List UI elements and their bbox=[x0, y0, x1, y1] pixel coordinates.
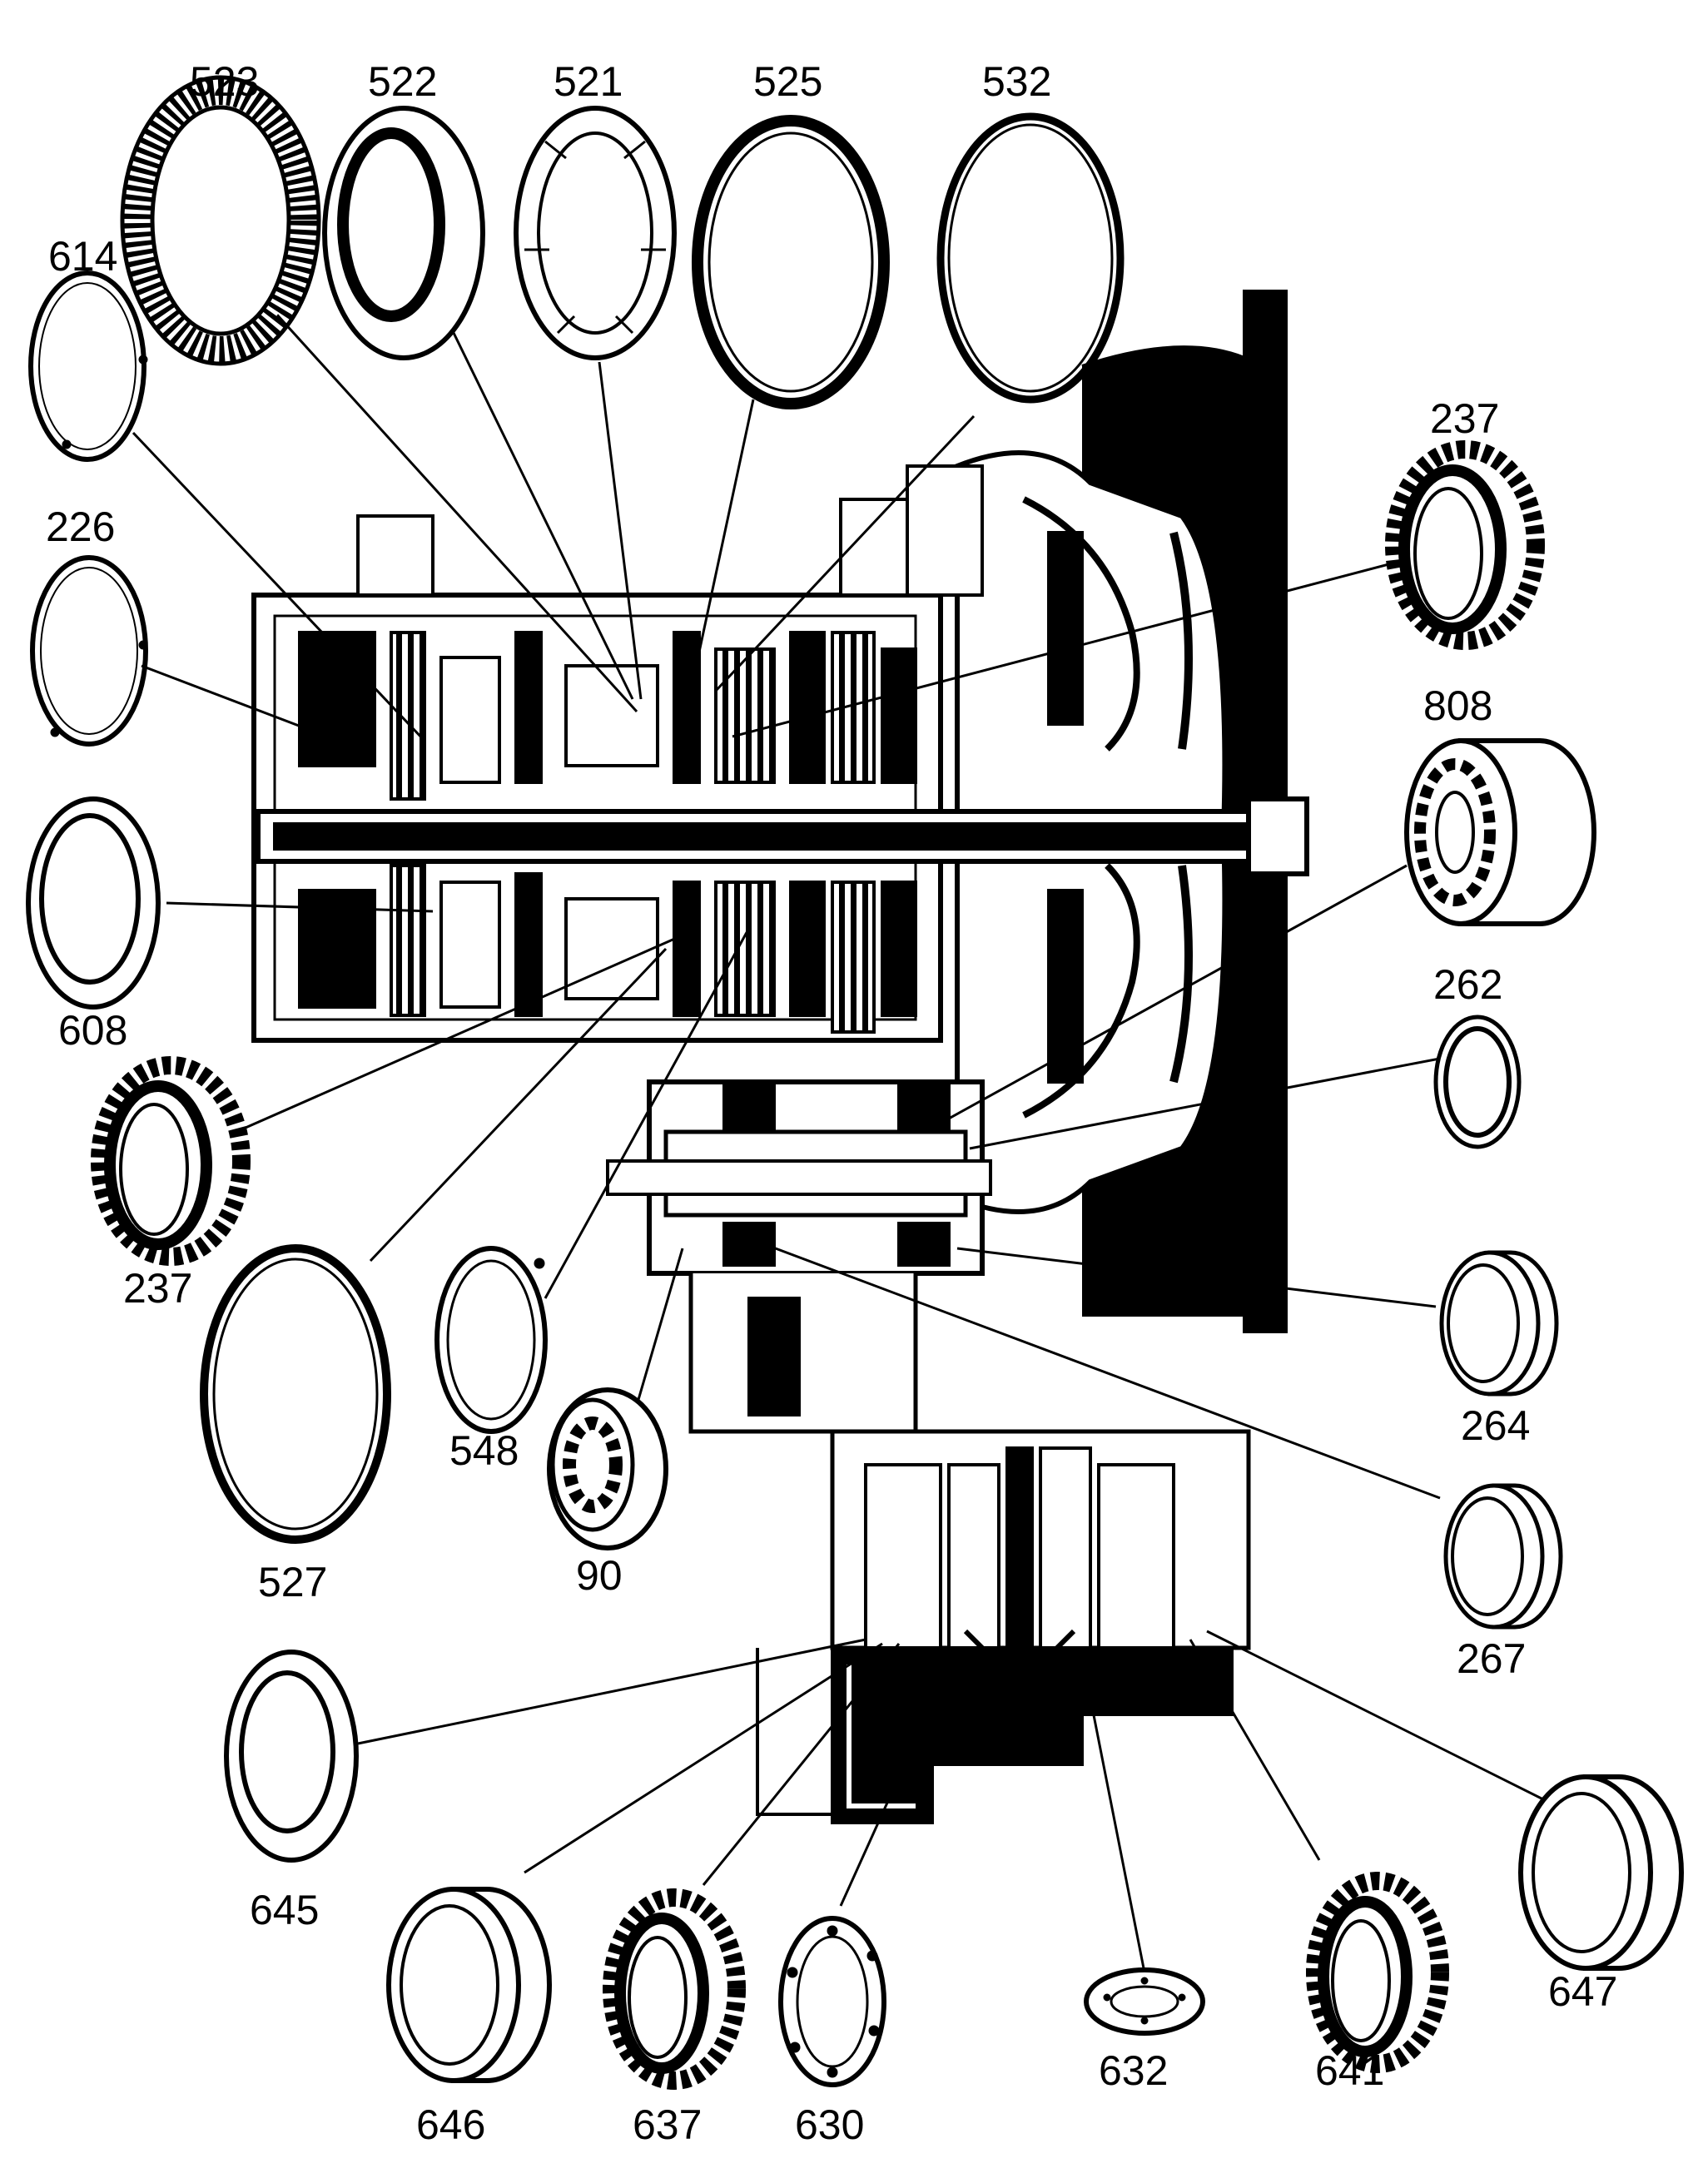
callout-641: 641 bbox=[1315, 2047, 1384, 2094]
leader-525 bbox=[689, 399, 755, 692]
part-525-ring[interactable] bbox=[692, 115, 890, 409]
callout-645: 645 bbox=[250, 1887, 319, 1933]
callout-646: 646 bbox=[416, 2101, 485, 2148]
callout-522: 522 bbox=[368, 58, 437, 105]
part-614-snap-ring[interactable] bbox=[28, 270, 148, 462]
leader-808 bbox=[931, 864, 1408, 1129]
part-808-roller-bearing[interactable] bbox=[1404, 738, 1596, 926]
leader-645 bbox=[357, 1638, 866, 1745]
leader-237b bbox=[732, 560, 1399, 738]
leader-608 bbox=[166, 901, 434, 913]
callout-630: 630 bbox=[795, 2101, 864, 2148]
part-630-shim-plate[interactable] bbox=[778, 1916, 886, 2087]
callout-632: 632 bbox=[1099, 2047, 1168, 2094]
part-267-bearing-cup[interactable] bbox=[1443, 1483, 1563, 1630]
part-608-seal-ring[interactable] bbox=[26, 796, 161, 1010]
leader-522 bbox=[452, 332, 634, 700]
part-527-ring[interactable] bbox=[200, 1244, 391, 1544]
part-548-snap-ring[interactable] bbox=[434, 1246, 548, 1434]
part-521-segmented-washer[interactable] bbox=[514, 106, 677, 360]
part-262-seal-ring[interactable] bbox=[1433, 1015, 1522, 1149]
transmission-cross-section bbox=[251, 290, 1309, 1824]
part-237-tapered-bearing-right[interactable] bbox=[1385, 440, 1545, 650]
part-226-snap-ring[interactable] bbox=[30, 555, 148, 747]
leader-523 bbox=[273, 310, 638, 713]
leader-264 bbox=[956, 1247, 1437, 1308]
callout-237-right: 237 bbox=[1430, 395, 1499, 442]
callout-614: 614 bbox=[48, 233, 117, 280]
part-632-flat-plate[interactable] bbox=[1084, 1967, 1205, 2036]
leader-521 bbox=[598, 361, 643, 700]
callout-647: 647 bbox=[1548, 1968, 1617, 2015]
part-637-tapered-bearing[interactable] bbox=[603, 1888, 746, 2090]
leader-641 bbox=[1189, 1639, 1321, 1861]
callout-525: 525 bbox=[753, 58, 822, 105]
callout-527: 527 bbox=[258, 1559, 327, 1605]
callout-637: 637 bbox=[633, 2101, 702, 2148]
leader-548 bbox=[544, 927, 751, 1299]
callout-264: 264 bbox=[1461, 1402, 1530, 1449]
callout-521: 521 bbox=[554, 58, 623, 105]
part-646-bearing-cup[interactable] bbox=[386, 1887, 552, 2083]
callout-226: 226 bbox=[46, 504, 115, 550]
callout-237-left: 237 bbox=[123, 1265, 192, 1312]
part-522-thrust-washer[interactable] bbox=[322, 106, 485, 360]
leader-614 bbox=[132, 431, 426, 742]
callout-90: 90 bbox=[576, 1552, 623, 1599]
leader-267 bbox=[752, 1238, 1441, 1500]
callout-262: 262 bbox=[1433, 961, 1502, 1008]
callout-608: 608 bbox=[58, 1007, 127, 1054]
part-645-seal-ring[interactable] bbox=[224, 1650, 359, 1863]
leader-630 bbox=[839, 1647, 959, 1907]
part-237-tapered-bearing-left[interactable] bbox=[91, 1056, 251, 1266]
part-641-tapered-bearing[interactable] bbox=[1306, 1872, 1449, 2073]
part-90-roller-bearing[interactable] bbox=[547, 1387, 668, 1550]
part-264-bearing-cup[interactable] bbox=[1439, 1250, 1559, 1397]
leader-262 bbox=[969, 1055, 1449, 1150]
part-523-thrust-bearing[interactable] bbox=[120, 75, 321, 366]
leader-632 bbox=[1080, 1655, 1146, 1973]
leader-646 bbox=[524, 1642, 883, 1874]
leader-527 bbox=[369, 947, 668, 1263]
callout-532: 532 bbox=[982, 58, 1051, 105]
leader-637 bbox=[702, 1643, 901, 1886]
part-647-bearing-cup[interactable] bbox=[1518, 1774, 1684, 1971]
leader-532 bbox=[714, 414, 976, 692]
callout-267: 267 bbox=[1457, 1635, 1526, 1682]
leader-226 bbox=[141, 664, 317, 734]
callout-523: 523 bbox=[190, 58, 259, 105]
callout-548: 548 bbox=[449, 1427, 519, 1474]
leader-lines bbox=[132, 310, 1557, 1973]
leader-647 bbox=[1206, 1630, 1557, 1808]
leader-237a bbox=[245, 926, 700, 1129]
callout-808: 808 bbox=[1423, 682, 1492, 729]
part-532-ring[interactable] bbox=[936, 112, 1125, 404]
